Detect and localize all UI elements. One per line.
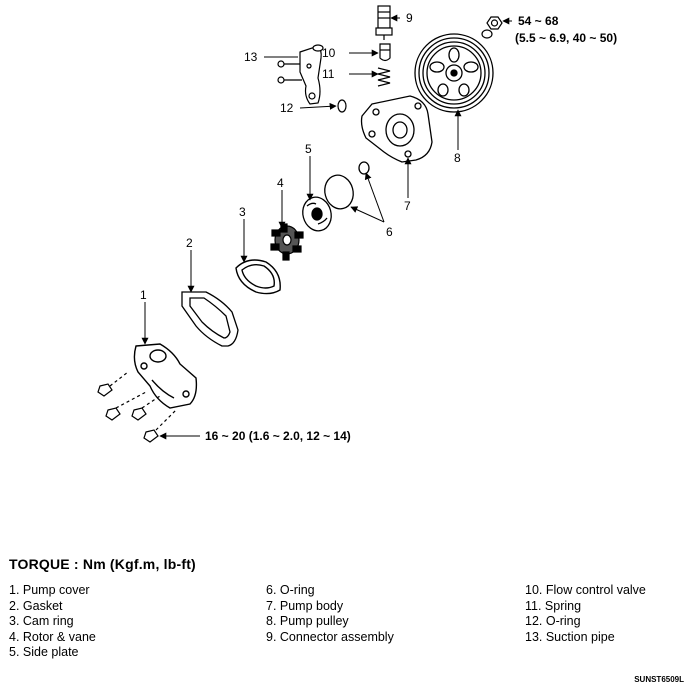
- figure-code: SUNST6509L: [634, 675, 684, 684]
- pulley-nut: [481, 16, 503, 39]
- legend-item: 7. Pump body: [266, 598, 344, 613]
- leader-lines: [141, 14, 512, 440]
- legend-item: 9. Connector assembly: [266, 629, 394, 644]
- legend-item: 6. O-ring: [266, 583, 315, 597]
- torque-pulley-nut-line1: 54 ~ 68: [518, 14, 559, 28]
- legend-column-2: 6. O-ring 7. Pump body 8. Pump pulley 9.…: [266, 583, 394, 645]
- callout-2: 2: [186, 236, 193, 250]
- callout-10: 10: [322, 46, 336, 60]
- cam-ring: [235, 259, 281, 295]
- rotor-and-vane: [270, 223, 304, 261]
- legend-item: 5. Side plate: [9, 645, 79, 659]
- pump-body: [360, 95, 433, 163]
- torque-heading: TORQUE : Nm (Kgf.m, lb-ft): [9, 556, 196, 572]
- legend-item: 2. Gasket: [9, 598, 63, 613]
- side-plate: [302, 196, 332, 232]
- pump-cover: [133, 343, 198, 409]
- legend-item: 3. Cam ring: [9, 614, 74, 628]
- callout-13: 13: [244, 50, 258, 64]
- callout-5: 5: [305, 142, 312, 156]
- o-ring-suction: [337, 99, 347, 113]
- legend-item: 4. Rotor & vane: [9, 629, 96, 644]
- gasket: [181, 291, 239, 347]
- callout-11: 11: [322, 67, 335, 81]
- spring: [377, 67, 391, 87]
- o-rings: [324, 161, 370, 210]
- legend-item: 13. Suction pipe: [525, 629, 615, 644]
- legend-item: 8. Pump pulley: [266, 614, 349, 628]
- legend-column-1: 1. Pump cover 2. Gasket 3. Cam ring 4. R…: [9, 583, 96, 661]
- callout-8: 8: [454, 151, 461, 165]
- legend-column-3: 10. Flow control valve 11. Spring 12. O-…: [525, 583, 646, 645]
- flow-control-valve: [379, 43, 391, 62]
- callout-9: 9: [406, 11, 413, 25]
- pump-cover-bolts: [97, 371, 177, 443]
- connector-assembly: [375, 5, 393, 40]
- callout-6: 6: [386, 225, 393, 239]
- legend-item: 10. Flow control valve: [525, 583, 646, 597]
- torque-pulley-nut-line2: (5.5 ~ 6.9, 40 ~ 50): [515, 31, 617, 45]
- legend-item: 12. O-ring: [525, 614, 581, 628]
- suction-pipe: [277, 44, 324, 105]
- callout-7: 7: [404, 199, 411, 213]
- torque-cover-bolts: 16 ~ 20 (1.6 ~ 2.0, 12 ~ 14): [205, 429, 351, 443]
- exploded-view-diagram: 1 2 3 4 5 6 7 8 9 10 11 12 13 54 ~ 68 (5…: [97, 5, 617, 443]
- callout-3: 3: [239, 205, 246, 219]
- callout-4: 4: [277, 176, 284, 190]
- callout-12: 12: [280, 101, 294, 115]
- legend-item: 11. Spring: [525, 598, 582, 613]
- callout-1: 1: [140, 288, 147, 302]
- pump-pulley: [414, 33, 494, 113]
- legend-item: 1. Pump cover: [9, 583, 90, 597]
